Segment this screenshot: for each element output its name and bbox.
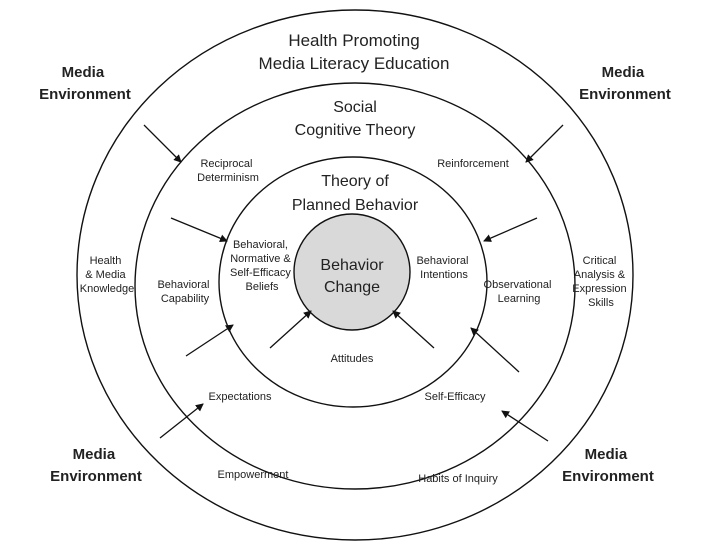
- arrow-bottom-right-outer: [501, 410, 549, 442]
- arrow-bottom-left-outer: [159, 403, 204, 439]
- middle-ring: [134, 82, 576, 490]
- media-environment-top-left: Media Environment: [39, 64, 131, 103]
- media-environment-bottom-right: Media Environment: [562, 446, 654, 485]
- inner-ring-title-line1: Theory of: [321, 173, 389, 190]
- health-media-knowledge-label: Health & Media Knowledge: [80, 255, 134, 295]
- inner-ring: [218, 156, 488, 408]
- center-circle: [293, 213, 411, 331]
- arrow-top-left-outer: [143, 124, 182, 163]
- media-environment-bottom-left: Media Environment: [50, 446, 142, 485]
- arrow-right-middle: [483, 217, 538, 242]
- arrow-lower-left-middle: [185, 324, 234, 357]
- attitudes-label: Attitudes: [331, 353, 374, 365]
- self-efficacy-label: Self-Efficacy: [425, 391, 486, 403]
- empowerment-label: Empowerment: [218, 469, 289, 481]
- arrow-lower-right-middle: [470, 327, 520, 373]
- middle-ring-title-line1: Social: [333, 99, 377, 116]
- behavioral-capability-label: Behavioral Capability: [157, 279, 212, 305]
- habits-of-inquiry-label: Habits of Inquiry: [418, 473, 498, 485]
- middle-ring-title-line2: Cognitive Theory: [295, 122, 416, 139]
- reinforcement-label: Reinforcement: [437, 158, 509, 170]
- outer-ring: [76, 9, 634, 541]
- center-label-line2: Change: [324, 279, 380, 296]
- media-environment-top-right: Media Environment: [579, 64, 671, 103]
- intentions-label: Behavioral Intentions: [416, 255, 471, 281]
- arrow-top-right-outer: [525, 124, 564, 163]
- reciprocal-determinism-label: Reciprocal Determinism: [197, 158, 259, 184]
- outer-ring-title-line2: Media Literacy Education: [259, 54, 450, 73]
- outer-ring-title-line1: Health Promoting: [288, 31, 419, 50]
- arrow-inner-left: [269, 310, 312, 349]
- arrow-left-middle: [170, 217, 228, 243]
- inner-ring-title-line2: Planned Behavior: [292, 197, 419, 214]
- beliefs-label: Behavioral, Normative & Self-Efficacy Be…: [230, 239, 294, 293]
- arrow-inner-right: [392, 310, 435, 349]
- critical-analysis-label: Critical Analysis & Expression Skills: [572, 255, 629, 309]
- center-label-line1: Behavior: [320, 257, 384, 274]
- expectations-label: Expectations: [209, 391, 272, 403]
- observational-learning-label: Observational Learning: [484, 279, 555, 305]
